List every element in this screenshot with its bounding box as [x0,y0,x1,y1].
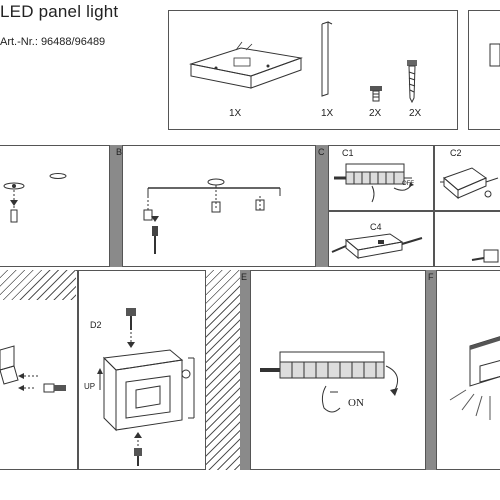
step-c5-panel [434,211,500,267]
step-d1-panel [0,270,78,470]
short-screw-drawing [370,86,382,102]
step-e-sidebar [240,270,250,470]
step-b-sidebar [110,145,122,267]
step-c2-drawing [440,167,499,200]
qty-long-screw: 2X [409,108,422,119]
on-annotation: ON [348,397,364,409]
partial-drawing-right [489,43,500,67]
step-c5-drawing [471,249,499,263]
manual-title: LED panel light [0,2,119,21]
off-annotation: OFF [402,181,414,187]
step-d1-drawing [0,345,66,393]
long-screw-drawing [407,60,417,104]
step-c1-drawing [334,163,414,203]
step-c-sidebar [316,145,328,267]
step-a-panel [0,145,110,267]
step-d2-label: D2 [90,320,102,330]
step-c2-label: C2 [450,148,462,158]
step-d2-drawing [97,308,195,466]
step-b-drawing [143,178,281,254]
step-f-panel [436,270,500,470]
step-f-drawing [449,336,500,420]
panel-part-drawing [189,41,303,89]
qty-short-screw: 2X [369,108,382,119]
step-f-label: F [428,272,434,282]
step-f-sidebar [426,270,436,470]
wall-hatch [206,270,240,470]
ceiling-hatch [0,270,76,300]
parts-panel-right-partial [468,10,500,130]
parts-panel [168,10,458,130]
step-c1-label: C1 [342,148,354,158]
step-b-label: B [116,147,123,157]
step-e-drawing [260,351,399,413]
step-e-label: E [241,272,248,282]
qty-panel: 1X [229,108,242,119]
step-c4-label: C4 [370,222,382,232]
article-number: Art.-Nr.: 96488/96489 [0,36,106,48]
step-c-label: C [318,147,325,157]
up-annotation: UP [84,382,96,391]
step-c4-drawing [331,233,423,260]
mounting-bar-drawing [321,21,333,97]
qty-mounting-bar: 1X [321,108,334,119]
step-a-drawing [3,173,67,223]
